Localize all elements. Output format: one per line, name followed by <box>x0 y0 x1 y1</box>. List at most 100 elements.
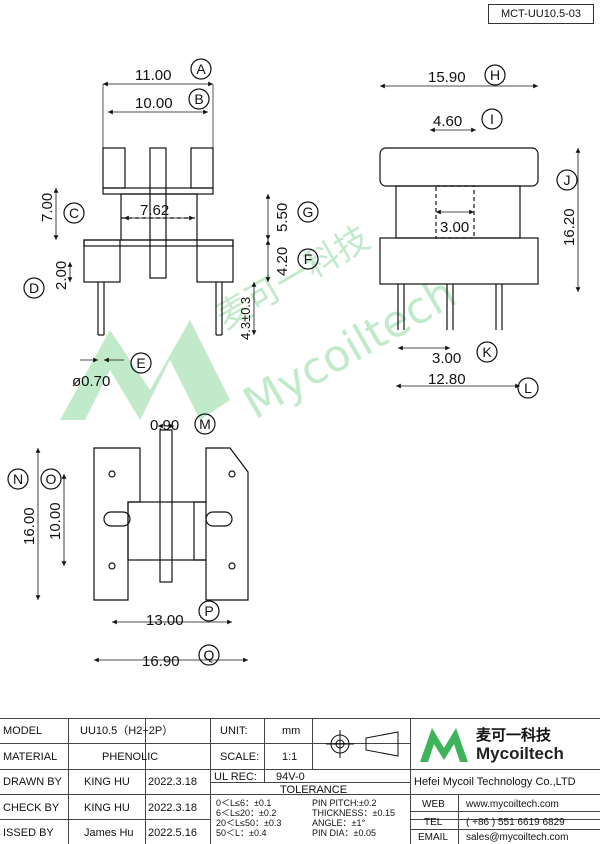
tolerance-7: ANGLE：±1° <box>312 818 366 828</box>
balloon-l-label: L <box>524 380 532 396</box>
dim-l: 12.80 <box>428 371 466 388</box>
tolerance-1: 0＜L≤6：±0.1 <box>216 798 272 808</box>
dim-i: 4.60 <box>433 113 462 130</box>
balloon-i-label: I <box>490 111 494 127</box>
tolerance-label: TOLERANCE <box>280 784 348 796</box>
dim-k: 3.00 <box>432 350 461 367</box>
issued-date: 2022.5.16 <box>148 827 197 839</box>
dim-o: 10.00 <box>47 502 64 540</box>
balloon-p <box>198 600 220 622</box>
web-value: www.mycoiltech.com <box>466 799 559 810</box>
unit-value: mm <box>282 725 301 737</box>
tolerance-5: PIN PITCH:±0.2 <box>312 798 377 808</box>
balloon-f <box>297 248 319 270</box>
dim-p: 13.00 <box>146 612 184 629</box>
dim-h: 15.90 <box>428 69 466 86</box>
dim-d: 2.00 <box>53 261 70 290</box>
part-number: MCT-UU10.5-03 <box>488 4 594 24</box>
dim-q: 16.90 <box>142 653 180 670</box>
front-view <box>83 147 234 336</box>
check-label: CHECK BY <box>3 802 60 814</box>
balloon-e <box>130 352 152 374</box>
model-value: UU10.5（H2+2P） <box>80 725 174 737</box>
material-label: MATERIAL <box>3 751 58 763</box>
issued-value: James Hu <box>84 827 134 839</box>
dim-j: 16.20 <box>561 208 578 246</box>
check-value: KING HU <box>84 802 130 814</box>
scale-value: 1:1 <box>282 751 298 763</box>
balloon-n-label: N <box>13 471 23 487</box>
scale-label: SCALE: <box>220 751 260 763</box>
company-full-name: Hefei Mycoil Technology Co.,LTD <box>414 776 576 788</box>
company-name-cn: 麦可一科技 <box>476 727 552 744</box>
tolerance-4: 50＜L：±0.4 <box>216 828 267 838</box>
dim-a: 11.00 <box>135 67 171 84</box>
dim-n: 16.00 <box>21 507 38 545</box>
dim-f: 4.20 <box>274 247 291 276</box>
dim-c-inner: 7.62 <box>140 202 169 219</box>
dim-pin-length: 4.3±0.3 <box>238 297 253 340</box>
issued-label: ISSED BY <box>3 827 54 839</box>
company-logo-icon <box>420 728 468 762</box>
tolerance-3: 20＜L≤50：±0.3 <box>216 818 282 828</box>
drawn-value: KING HU <box>84 776 130 788</box>
dim-b: 10.00 <box>135 95 173 112</box>
balloon-b-label: B <box>194 91 203 107</box>
balloon-a <box>190 58 212 80</box>
balloon-q-label: Q <box>204 647 215 663</box>
web-label: WEB <box>422 799 445 810</box>
model-label: MODEL <box>3 725 43 737</box>
balloon-n <box>7 468 29 490</box>
dim-e: ø0.70 <box>72 373 110 390</box>
watermark-logo-icon <box>60 320 230 420</box>
balloon-f-label: F <box>304 251 313 267</box>
tolerance-2: 6＜L≤20：±0.2 <box>216 808 277 818</box>
material-value: PHENOLIC <box>102 751 159 763</box>
balloon-l <box>517 377 539 399</box>
side-view <box>379 147 539 330</box>
balloon-e-label: E <box>136 355 145 371</box>
balloon-h-label: H <box>490 67 500 83</box>
balloon-o <box>40 468 62 490</box>
balloon-m-label: M <box>199 416 211 432</box>
tel-label: TEL <box>424 817 443 828</box>
company-name-en: Mycoiltech <box>476 744 564 763</box>
check-date: 2022.3.18 <box>148 802 197 814</box>
tel-value: ( +86 ) 551 6619 6829 <box>466 817 565 828</box>
balloon-b <box>188 88 210 110</box>
tolerance-8: PIN DIA：±0.05 <box>312 828 376 838</box>
balloon-d-label: D <box>29 280 39 296</box>
balloon-j <box>556 169 578 191</box>
balloon-k <box>476 341 498 363</box>
balloon-p-label: P <box>204 603 213 619</box>
balloon-m <box>194 413 216 435</box>
balloon-g-label: G <box>303 204 314 220</box>
balloon-k-label: K <box>482 344 492 360</box>
balloon-g <box>297 201 319 223</box>
dim-g: 5.50 <box>274 203 291 232</box>
balloon-o-label: O <box>46 471 57 487</box>
projection-symbol-icon <box>326 730 399 758</box>
drawn-label: DRAWN BY <box>3 776 62 788</box>
drawn-date: 2022.3.18 <box>148 776 197 788</box>
balloon-q <box>198 644 220 666</box>
dim-i-inner: 3.00 <box>440 219 469 236</box>
balloon-d <box>23 277 45 299</box>
email-value: sales@mycoiltech.com <box>466 832 569 843</box>
dim-m: 0.90 <box>150 417 179 434</box>
bottom-view <box>93 429 249 601</box>
ul-value: 94V-0 <box>276 771 305 783</box>
balloon-h <box>484 64 506 86</box>
email-label: EMAIL <box>418 832 449 843</box>
balloon-a-label: A <box>196 61 206 77</box>
balloon-j-label: J <box>564 172 571 188</box>
balloon-c-label: C <box>69 205 79 221</box>
title-block: MODEL UU10.5（H2+2P） MATERIAL PHENOLIC DR… <box>0 718 600 844</box>
balloon-c <box>63 202 85 224</box>
balloon-i <box>481 108 503 130</box>
unit-label: UNIT: <box>220 725 248 737</box>
ul-label: UL REC: <box>214 771 257 783</box>
tolerance-6: THICKNESS：±0.15 <box>312 808 395 818</box>
dim-c: 7.00 <box>39 193 56 222</box>
